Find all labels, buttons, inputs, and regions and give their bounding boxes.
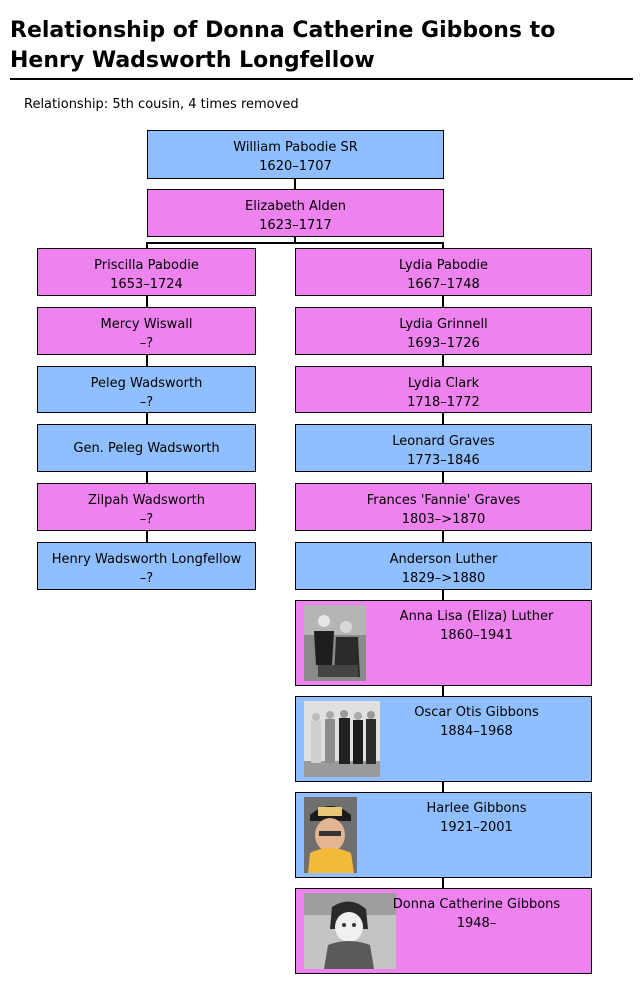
- connector-line: [442, 781, 444, 793]
- person-name: Gen. Peleg Wadsworth: [73, 441, 220, 456]
- person-box-leonard-graves[interactable]: Leonard Graves 1773–1846: [295, 424, 592, 472]
- person-dates: 1829–>1880: [401, 571, 486, 586]
- connector-line: [146, 530, 148, 542]
- person-name: Harlee Gibbons: [426, 801, 527, 816]
- person-box-elizabeth-alden[interactable]: Elizabeth Alden 1623–1717: [147, 189, 444, 237]
- person-name: Zilpah Wadsworth: [88, 493, 205, 508]
- person-dates: 1623–1717: [259, 218, 332, 233]
- connector-line: [442, 530, 444, 542]
- connector-line: [294, 236, 296, 243]
- person-dates: –?: [139, 336, 154, 351]
- connector-line: [442, 471, 444, 483]
- connector-line: [146, 412, 148, 424]
- person-photo: [304, 605, 366, 681]
- connector-line: [146, 471, 148, 483]
- page-title: Relationship of Donna Catherine Gibbons …: [10, 18, 556, 73]
- person-box-anderson-luther[interactable]: Anderson Luther 1829–>1880: [295, 542, 592, 590]
- connector-line: [442, 685, 444, 697]
- connector-line: [146, 295, 148, 307]
- person-dates: –?: [139, 512, 154, 527]
- connector-line: [442, 877, 444, 889]
- person-dates: –?: [139, 395, 154, 410]
- person-dates: 1773–1846: [407, 453, 480, 468]
- person-photo: [304, 701, 380, 777]
- person-box-donna-catherine-gibbons[interactable]: Donna Catherine Gibbons 1948–: [295, 888, 592, 974]
- person-name: Oscar Otis Gibbons: [414, 705, 539, 720]
- person-box-harlee-gibbons[interactable]: Harlee Gibbons 1921–2001: [295, 792, 592, 878]
- connector-line: [146, 242, 444, 244]
- person-box-henry-wadsworth-longfellow[interactable]: Henry Wadsworth Longfellow –?: [37, 542, 256, 590]
- person-box-anna-lisa-luther[interactable]: Anna Lisa (Eliza) Luther 1860–1941: [295, 600, 592, 686]
- person-photo: [304, 893, 396, 969]
- person-name: Peleg Wadsworth: [90, 376, 203, 391]
- person-dates: 1667–1748: [407, 277, 480, 292]
- person-box-gen-peleg-wadsworth[interactable]: Gen. Peleg Wadsworth: [37, 424, 256, 472]
- person-name: Priscilla Pabodie: [94, 258, 199, 273]
- person-name: Henry Wadsworth Longfellow: [51, 552, 242, 567]
- person-box-lydia-clark[interactable]: Lydia Clark 1718–1772: [295, 366, 592, 413]
- person-box-peleg-wadsworth[interactable]: Peleg Wadsworth –?: [37, 366, 256, 413]
- person-dates: 1693–1726: [407, 336, 480, 351]
- person-dates: 1884–1968: [440, 724, 513, 739]
- person-box-william-pabodie-sr[interactable]: William Pabodie SR 1620–1707: [147, 130, 444, 179]
- person-box-priscilla-pabodie[interactable]: Priscilla Pabodie 1653–1724: [37, 248, 256, 296]
- person-dates: –?: [139, 571, 154, 586]
- person-name: Lydia Clark: [407, 376, 480, 391]
- connector-line: [146, 242, 148, 248]
- person-box-lydia-grinnell[interactable]: Lydia Grinnell 1693–1726: [295, 307, 592, 355]
- person-name: Lydia Grinnell: [399, 317, 488, 332]
- person-name: Lydia Pabodie: [399, 258, 488, 273]
- connector-line: [442, 354, 444, 366]
- connector-line: [442, 412, 444, 424]
- person-name: Mercy Wiswall: [100, 317, 193, 332]
- connector-line: [442, 242, 444, 248]
- connector-line: [146, 354, 148, 366]
- person-name: Frances 'Fannie' Graves: [366, 493, 521, 508]
- person-dates: 1718–1772: [407, 395, 480, 410]
- person-dates: 1860–1941: [440, 628, 513, 643]
- person-photo: [304, 797, 357, 873]
- person-name: William Pabodie SR: [233, 140, 358, 155]
- person-name: Elizabeth Alden: [245, 199, 346, 214]
- person-box-frances-fannie-graves[interactable]: Frances 'Fannie' Graves 1803–>1870: [295, 483, 592, 531]
- person-dates: 1803–>1870: [401, 512, 486, 527]
- person-box-lydia-pabodie[interactable]: Lydia Pabodie 1667–1748: [295, 248, 592, 296]
- connector-line: [442, 589, 444, 601]
- person-box-zilpah-wadsworth[interactable]: Zilpah Wadsworth –?: [37, 483, 256, 531]
- person-box-oscar-otis-gibbons[interactable]: Oscar Otis Gibbons 1884–1968: [295, 696, 592, 782]
- connector-line: [294, 178, 296, 190]
- person-dates: 1620–1707: [259, 159, 332, 174]
- person-dates: 1921–2001: [440, 820, 513, 835]
- person-name: Leonard Graves: [392, 434, 495, 449]
- person-name: Anderson Luther: [389, 552, 498, 567]
- title-divider: [10, 78, 633, 80]
- person-box-mercy-wiswall[interactable]: Mercy Wiswall –?: [37, 307, 256, 355]
- connector-line: [442, 295, 444, 307]
- person-name: Anna Lisa (Eliza) Luther: [399, 609, 554, 624]
- person-dates: 1948–: [456, 916, 497, 931]
- person-dates: 1653–1724: [110, 277, 183, 292]
- person-name: Donna Catherine Gibbons: [392, 897, 561, 912]
- relationship-summary: Relationship: 5th cousin, 4 times remove…: [24, 97, 299, 112]
